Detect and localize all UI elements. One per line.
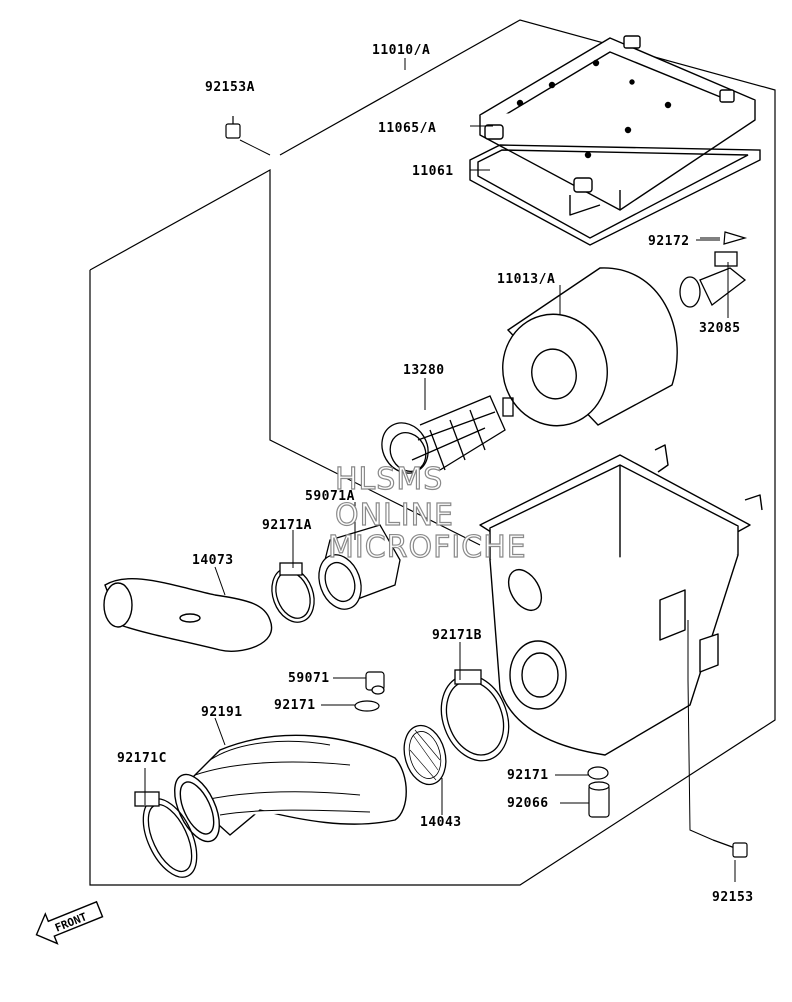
part-label-92171b: 92171B	[432, 628, 482, 643]
part-label-92171-2: 92171	[507, 768, 549, 783]
bolt-92153a	[225, 116, 241, 139]
clamp-92171a	[271, 562, 315, 623]
part-label-59071: 59071	[288, 671, 330, 686]
part-label-92153: 92153	[712, 890, 754, 905]
air-box	[479, 444, 763, 756]
screw-92172	[700, 231, 748, 245]
part-label-92066: 92066	[507, 796, 549, 811]
part-label-92153a: 92153A	[205, 80, 255, 95]
part-label-11065: 11065/A	[378, 121, 437, 136]
part-label-13280: 13280	[403, 363, 445, 378]
part-label-92191: 92191	[201, 705, 243, 720]
sleeve-92066	[588, 781, 610, 818]
duct-92191	[173, 734, 407, 843]
clip-92171	[354, 700, 380, 712]
fitting-59071	[365, 671, 385, 695]
bolt-92153	[712, 839, 748, 858]
clip-32085	[679, 251, 747, 308]
lid-seal	[469, 144, 761, 246]
air-filter-element	[502, 267, 678, 427]
leader-lines	[144, 125, 736, 882]
part-label-32085: 32085	[699, 321, 741, 336]
part-label-14043: 14043	[420, 815, 462, 830]
inlet-duct	[318, 524, 401, 610]
filter-cage	[381, 395, 514, 474]
screen-14043	[403, 724, 447, 786]
part-label-11013: 11013/A	[497, 272, 556, 287]
air-box-lid	[479, 35, 756, 216]
part-label-92171a: 92171A	[262, 518, 312, 533]
part-label-14073: 14073	[192, 553, 234, 568]
clamp-92171c	[134, 791, 198, 878]
watermark-line3: MICROFICHE	[327, 529, 527, 565]
watermark-line1: HLSMS	[334, 461, 444, 497]
part-label-92171c: 92171C	[117, 751, 167, 766]
clip-92171-small	[587, 766, 609, 780]
front-arrow-icon: FRONT	[35, 900, 104, 945]
duct-14073	[103, 578, 273, 652]
watermark-line2: ONLINE	[334, 497, 455, 533]
assembly-frame	[89, 168, 481, 546]
part-label-11010: 11010/A	[372, 43, 431, 58]
part-label-92172: 92172	[648, 234, 690, 249]
part-label-59071a: 59071A	[305, 489, 355, 504]
part-label-92171: 92171	[274, 698, 316, 713]
part-label-11061: 11061	[412, 164, 454, 179]
